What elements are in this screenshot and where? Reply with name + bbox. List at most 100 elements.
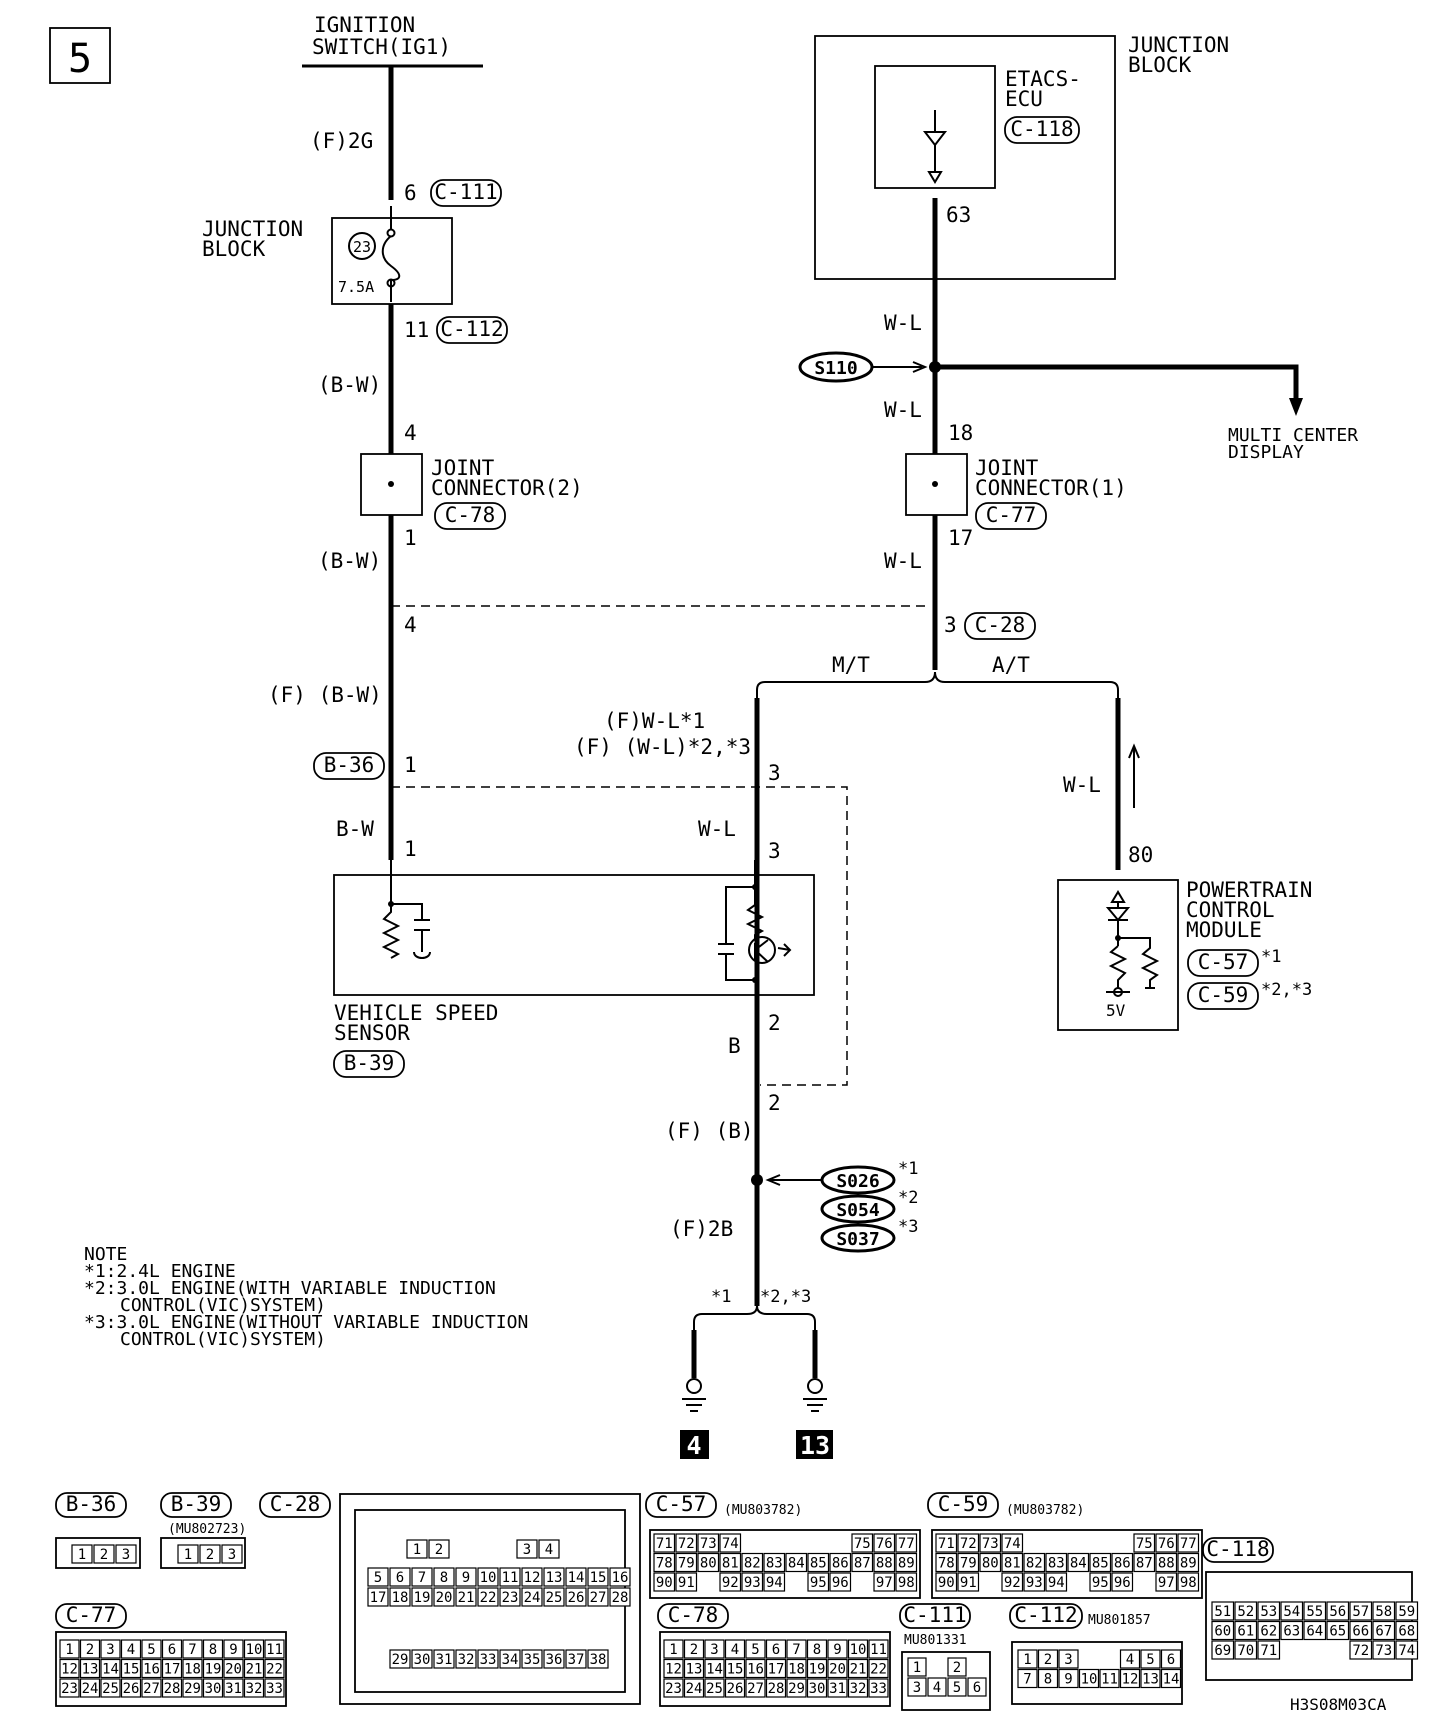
wire-label-wl-3: W-L	[884, 549, 922, 573]
fuse-terminal-bottom	[386, 278, 396, 288]
cv-c77-pin: 6	[168, 1642, 176, 1658]
fuse-symbol	[381, 206, 401, 302]
ignition-label-1: IGNITION	[314, 13, 415, 37]
cv-c112-pin: 13	[1142, 1672, 1159, 1688]
cv-c57-body	[649, 1529, 921, 1599]
cv-c57-pin: 83	[766, 1556, 783, 1572]
cv-c78-pin: 8	[813, 1642, 821, 1658]
cv-c59-pin: 92	[1004, 1575, 1021, 1591]
cv-c28-pin: 4	[545, 1542, 553, 1558]
cv-c28-pin: 37	[568, 1652, 585, 1668]
cv-c77-cell	[264, 1639, 285, 1659]
cv-c28-cell	[543, 1567, 565, 1587]
cv-c57-pin: 94	[766, 1575, 783, 1591]
cv-c28-cell	[587, 1567, 609, 1587]
wire-label-f-bw: (F) (B-W)	[268, 683, 382, 707]
cv-c78-cell	[827, 1658, 848, 1679]
cv-b36-label: B-36	[66, 1492, 117, 1516]
cv-c28-cell	[587, 1649, 609, 1669]
cv-c59-cell	[1045, 1552, 1068, 1573]
cv-c59-cell	[1111, 1552, 1134, 1573]
cv-c77-body	[55, 1631, 287, 1707]
cv-c77-cell	[100, 1658, 121, 1679]
cv-c78-pin: 32	[850, 1681, 867, 1697]
cv-c118-pin: 74	[1398, 1643, 1415, 1659]
cv-c77-cell	[264, 1678, 285, 1698]
cv-c57-cell	[807, 1572, 830, 1592]
fuse-number-circle	[348, 232, 376, 260]
cv-c77-pin: 10	[246, 1642, 263, 1658]
cv-c78-cell	[745, 1678, 766, 1698]
note-3: *3:3.0L ENGINE(WITHOUT VARIABLE INDUCTIO…	[84, 1312, 528, 1333]
cv-c78-cell	[786, 1658, 807, 1679]
pin-6: 6	[404, 181, 417, 205]
cv-c118-pin: 64	[1306, 1624, 1323, 1640]
vss-label-2: SENSOR	[334, 1021, 410, 1045]
cv-c59-cell	[979, 1552, 1002, 1573]
cv-c59-pin: 86	[1114, 1556, 1131, 1572]
cv-c77-cell	[120, 1639, 142, 1659]
ground-symbol-left	[682, 1398, 706, 1412]
cv-c28-cell	[389, 1567, 411, 1587]
cv-c118-cell	[1234, 1601, 1258, 1621]
cv-c28-pin: 22	[480, 1590, 497, 1606]
cv-c57-pin: 75	[854, 1536, 871, 1552]
cv-c57-pin: 79	[678, 1556, 695, 1572]
splice-s026: S026	[836, 1171, 879, 1192]
cv-c57-pin: 84	[788, 1556, 805, 1572]
cv-c59-cell	[1155, 1552, 1178, 1573]
cv-c28-cell	[499, 1649, 521, 1669]
fuse-terminal-top	[386, 228, 396, 238]
cv-c78-pin: 20	[829, 1662, 846, 1678]
cv-c59-cell	[1045, 1572, 1068, 1592]
cv-c78-pin: 14	[706, 1662, 723, 1678]
cv-badge-c77	[55, 1603, 127, 1629]
pcm-note-2: *2,*3	[1261, 980, 1312, 1000]
cv-c57-cell	[763, 1552, 786, 1573]
cv-c111-cell	[967, 1677, 987, 1697]
cv-c28-pin: 36	[546, 1652, 563, 1668]
jb-right-label-2: BLOCK	[1128, 53, 1192, 77]
cv-c118-cell	[1395, 1601, 1419, 1621]
ground-branch-left: *1	[711, 1287, 731, 1307]
cv-c77-cell	[223, 1678, 244, 1698]
cv-c77-pin: 12	[61, 1662, 78, 1678]
mt-wire-label-3: W-L	[698, 817, 736, 841]
cv-c77-cell	[79, 1678, 101, 1698]
cv-c78-pin: 6	[772, 1642, 780, 1658]
vss-box	[333, 874, 815, 996]
jc1-pin-17: 17	[948, 526, 973, 550]
cv-c57-pin: 95	[810, 1575, 827, 1591]
cv-c118-pin: 61	[1237, 1624, 1254, 1640]
cv-c78-cell	[827, 1678, 848, 1698]
cv-c57-pin: 90	[656, 1575, 673, 1591]
wire-label-fb: (F) (B)	[665, 1119, 754, 1143]
cv-c78-cell	[847, 1639, 869, 1659]
cv-c77-pin: 33	[266, 1681, 283, 1697]
cv-c28-pin: 38	[590, 1652, 607, 1668]
cv-c111-cell	[907, 1657, 927, 1677]
conn-c118: C-118	[1010, 117, 1073, 141]
cv-c59-pin: 97	[1158, 1575, 1175, 1591]
cv-c112-cell	[1058, 1668, 1079, 1689]
cv-c77-pin: 25	[102, 1681, 119, 1697]
cv-c28-cell	[521, 1567, 543, 1587]
cv-c77-cell	[161, 1639, 183, 1659]
cv-c28-cell	[565, 1567, 587, 1587]
cv-c78-pin: 13	[686, 1662, 703, 1678]
conn-b36: B-36	[324, 753, 375, 777]
splice-s054-note: *2	[898, 1188, 918, 1208]
cv-c118-cell	[1349, 1640, 1373, 1660]
pcm-label-2: CONTROL	[1186, 898, 1275, 922]
cv-c28-pin: 32	[458, 1652, 475, 1668]
cv-c78-cell	[704, 1658, 725, 1679]
jc2-junction-dot	[388, 481, 394, 487]
cv-c111-pin: 4	[933, 1680, 941, 1696]
cv-c118-pin: 58	[1375, 1604, 1392, 1620]
cv-c57-part: (MU803782)	[724, 1503, 802, 1518]
cv-c78-pin: 27	[747, 1681, 764, 1697]
cv-b39-cell	[221, 1544, 243, 1564]
cv-c28-cell	[433, 1649, 455, 1669]
cv-c78-cell	[724, 1639, 746, 1659]
cv-b36-cell	[93, 1544, 115, 1564]
